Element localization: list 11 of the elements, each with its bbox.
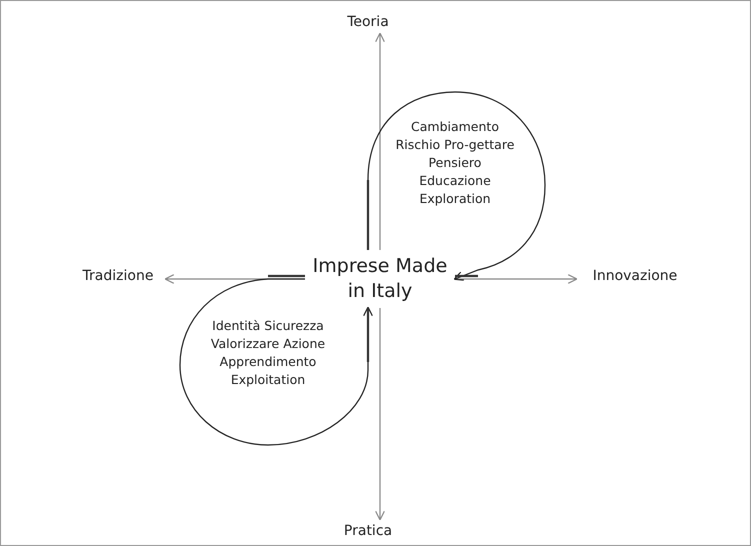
axis-arrow bbox=[374, 32, 386, 250]
concept-list: Identità Sicurezza Valorizzare Azione Apprendimento Exploitation bbox=[205, 317, 331, 389]
axis-label: Tradizione bbox=[70, 264, 166, 288]
center-label: Imprese Made in Italy bbox=[305, 250, 455, 308]
axis-arrow bbox=[455, 274, 578, 284]
axis-label: Pratica bbox=[333, 519, 403, 543]
axis-arrow bbox=[374, 308, 386, 520]
axis-label: Innovazione bbox=[576, 264, 694, 288]
loop-arrow bbox=[179, 278, 374, 446]
concept-list: Cambiamento Rischio Pro-gettare Pensiero Educazione Exploration bbox=[395, 118, 515, 208]
axis-label: Teoria bbox=[335, 10, 401, 34]
